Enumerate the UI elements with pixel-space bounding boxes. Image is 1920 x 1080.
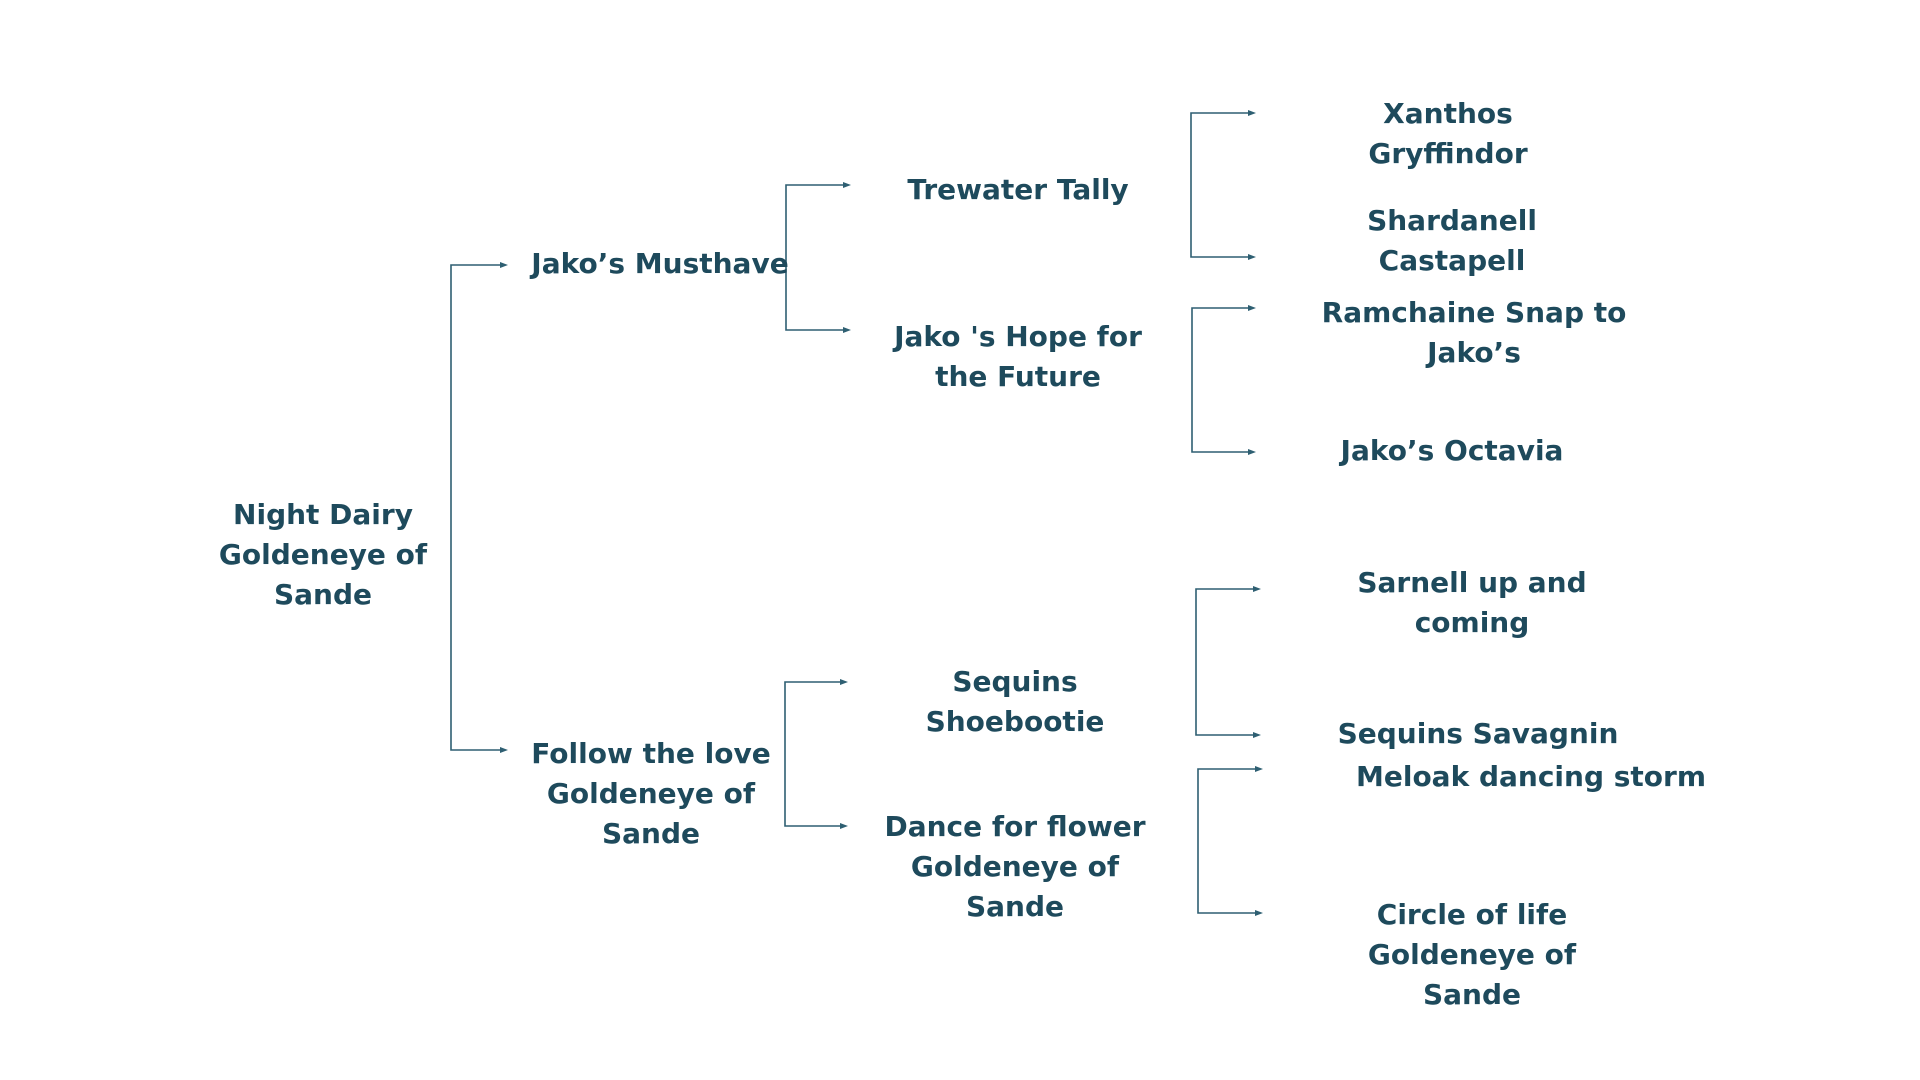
bracket-sire-dam	[1191, 307, 1251, 453]
bracket-subject	[450, 264, 503, 751]
dam-sire-dam-name: Sequins Savagnin	[1337, 717, 1619, 750]
bracket-sire	[785, 184, 846, 331]
dam-dam-sire-name: Meloak dancing storm	[1355, 760, 1707, 793]
arrow-to-dam-sire-dam	[1253, 732, 1261, 738]
arrow-to-dam-sire	[840, 679, 848, 685]
bracket-dam-sire	[1195, 588, 1256, 736]
arrow-to-sire-sire-dam	[1248, 254, 1256, 260]
arrow-to-dam	[500, 747, 508, 753]
bracket-dam	[784, 681, 843, 827]
arrow-to-dam-dam	[840, 823, 848, 829]
sire-dam-dam-name: Jako’s Octavia	[1340, 434, 1564, 467]
bracket-dam-dam	[1197, 768, 1258, 914]
arrow-to-sire-dam-sire	[1248, 305, 1256, 311]
arrow-to-dam-sire-sire	[1253, 586, 1261, 592]
sire-sire-name: Trewater Tally	[907, 173, 1129, 206]
arrow-to-dam-dam-dam	[1255, 910, 1263, 916]
arrow-to-sire-sire	[843, 182, 851, 188]
arrow-to-sire	[500, 262, 508, 268]
sire-name: Jako’s Musthave	[531, 247, 789, 280]
arrow-to-sire-sire-sire	[1248, 110, 1256, 116]
arrow-to-dam-dam-sire	[1255, 766, 1263, 772]
bracket-sire-sire	[1190, 112, 1251, 258]
arrow-to-sire-dam-dam	[1248, 449, 1256, 455]
arrow-to-sire-dam	[843, 327, 851, 333]
